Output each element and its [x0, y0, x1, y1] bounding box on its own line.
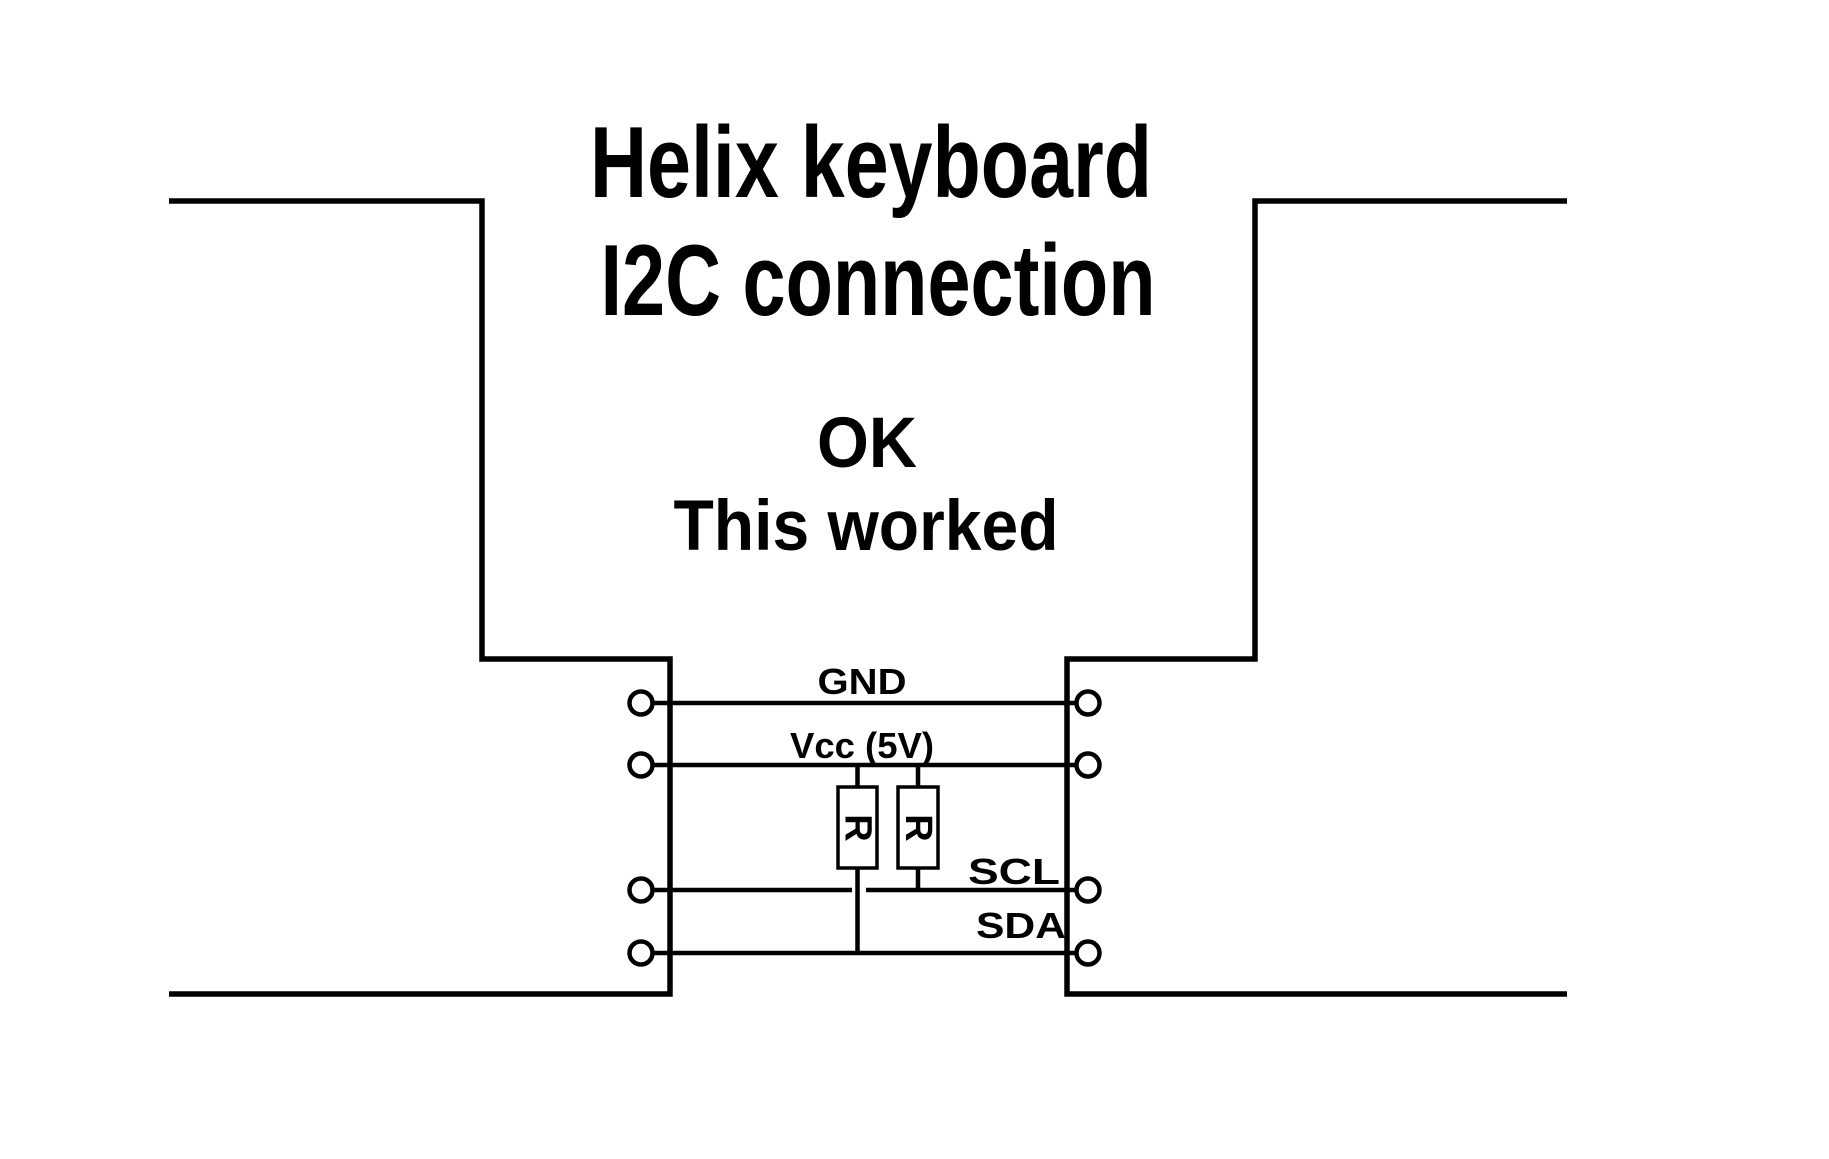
- pin-left-gnd: [627, 689, 655, 717]
- scl-wire-label: SCL: [968, 851, 1060, 892]
- pin-left-vcc: [627, 751, 655, 779]
- pin-left-scl: [627, 876, 655, 904]
- sda-pullup-resistor-body: [836, 785, 879, 870]
- diagram-text-layer: Helix keyboard I2C connection OK This wo…: [590, 107, 1156, 946]
- sda-pullup-resistor-label: R: [837, 814, 879, 841]
- right-keyboard-half-outline: [1064, 198, 1567, 997]
- pin-left-sda: [627, 939, 655, 967]
- scl-pullup-resistor-body: [896, 785, 940, 870]
- status-worked-text: This worked: [674, 487, 1059, 566]
- pin-right-vcc: [1074, 751, 1102, 779]
- vcc-wire-label: Vcc (5V): [790, 725, 934, 766]
- scl-pullup-resistor-label: R: [897, 814, 939, 841]
- pin-right-sda: [1074, 939, 1102, 967]
- pin-right-gnd: [1074, 689, 1102, 717]
- sda-wire-label: SDA: [976, 905, 1066, 946]
- gnd-wire-label: GND: [818, 661, 907, 702]
- page-title-line1: Helix keyboard: [590, 107, 1152, 219]
- diagram-linework: [169, 198, 1567, 997]
- pin-right-scl: [1074, 876, 1102, 904]
- left-keyboard-half-outline: [169, 198, 673, 997]
- page-title-line2: I2C connection: [601, 225, 1156, 337]
- status-ok-text: OK: [817, 404, 917, 483]
